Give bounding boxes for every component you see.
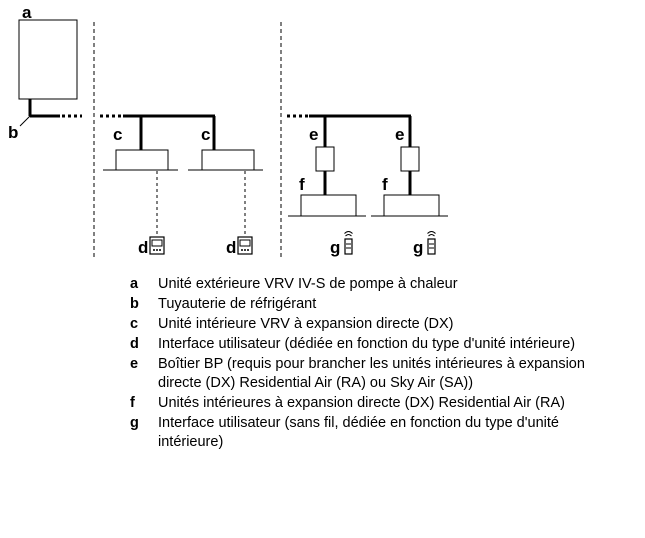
- label-f1: f: [299, 175, 305, 194]
- ra-indoor-unit-2: [371, 194, 448, 217]
- legend-item-f: f Unités intérieures à expansion directe…: [128, 394, 608, 413]
- legend: a Unité extérieure VRV IV-S de pompe à c…: [128, 275, 608, 453]
- legend-item-c: c Unité intérieure VRV à expansion direc…: [128, 315, 608, 334]
- legend-text: Unités intérieures à expansion directe (…: [158, 395, 565, 411]
- legend-text: Unité intérieure VRV à expansion directe…: [158, 316, 454, 332]
- legend-item-e: e Boîtier BP (requis pour brancher les u…: [128, 355, 608, 393]
- label-e1: e: [309, 125, 318, 144]
- legend-text: Boîtier BP (requis pour brancher les uni…: [158, 356, 585, 391]
- label-d2: d: [226, 238, 236, 257]
- legend-item-b: b Tuyauterie de réfrigérant: [128, 295, 608, 314]
- legend-text: Interface utilisateur (dédiée en fonctio…: [158, 336, 576, 352]
- label-g1: g: [330, 238, 340, 257]
- outdoor-unit: [18, 19, 78, 100]
- legend-item-a: a Unité extérieure VRV IV-S de pompe à c…: [128, 275, 608, 294]
- legend-letter: b: [130, 296, 139, 312]
- label-b-leader: [19, 115, 31, 127]
- legend-letter: f: [130, 395, 135, 411]
- legend-text: Interface utilisateur (sans fil, dédiée …: [158, 415, 559, 450]
- wired-remote-icon: [149, 236, 165, 255]
- label-e2: e: [395, 125, 404, 144]
- legend-letter: e: [130, 356, 139, 372]
- legend-text: Tuyauterie de réfrigérant: [158, 296, 317, 312]
- bp-box-2: [400, 146, 420, 172]
- label-f2: f: [382, 175, 388, 194]
- legend-letter: c: [130, 316, 139, 332]
- legend-text: Unité extérieure VRV IV-S de pompe à cha…: [158, 276, 458, 292]
- bp-box-1: [315, 146, 335, 172]
- label-c2: c: [201, 125, 210, 144]
- wired-remote-icon: [237, 236, 253, 255]
- system-diagram: a b c c d d e e: [8, 3, 448, 258]
- vrv-indoor-unit-2: [188, 149, 263, 171]
- legend-letter: g: [130, 415, 139, 431]
- label-d1: d: [138, 238, 148, 257]
- legend-letter: a: [130, 276, 139, 292]
- label-b: b: [8, 123, 18, 142]
- wireless-remote-icon: [427, 231, 436, 255]
- label-a: a: [22, 3, 32, 22]
- label-g2: g: [413, 238, 423, 257]
- vrv-indoor-unit-1: [103, 149, 178, 171]
- legend-item-d: d Interface utilisateur (dédiée en fonct…: [128, 335, 608, 354]
- label-c1: c: [113, 125, 122, 144]
- legend-letter: d: [130, 336, 139, 352]
- wireless-remote-icon: [344, 231, 353, 255]
- legend-item-g: g Interface utilisateur (sans fil, dédié…: [128, 414, 608, 452]
- ra-indoor-unit-1: [288, 194, 366, 217]
